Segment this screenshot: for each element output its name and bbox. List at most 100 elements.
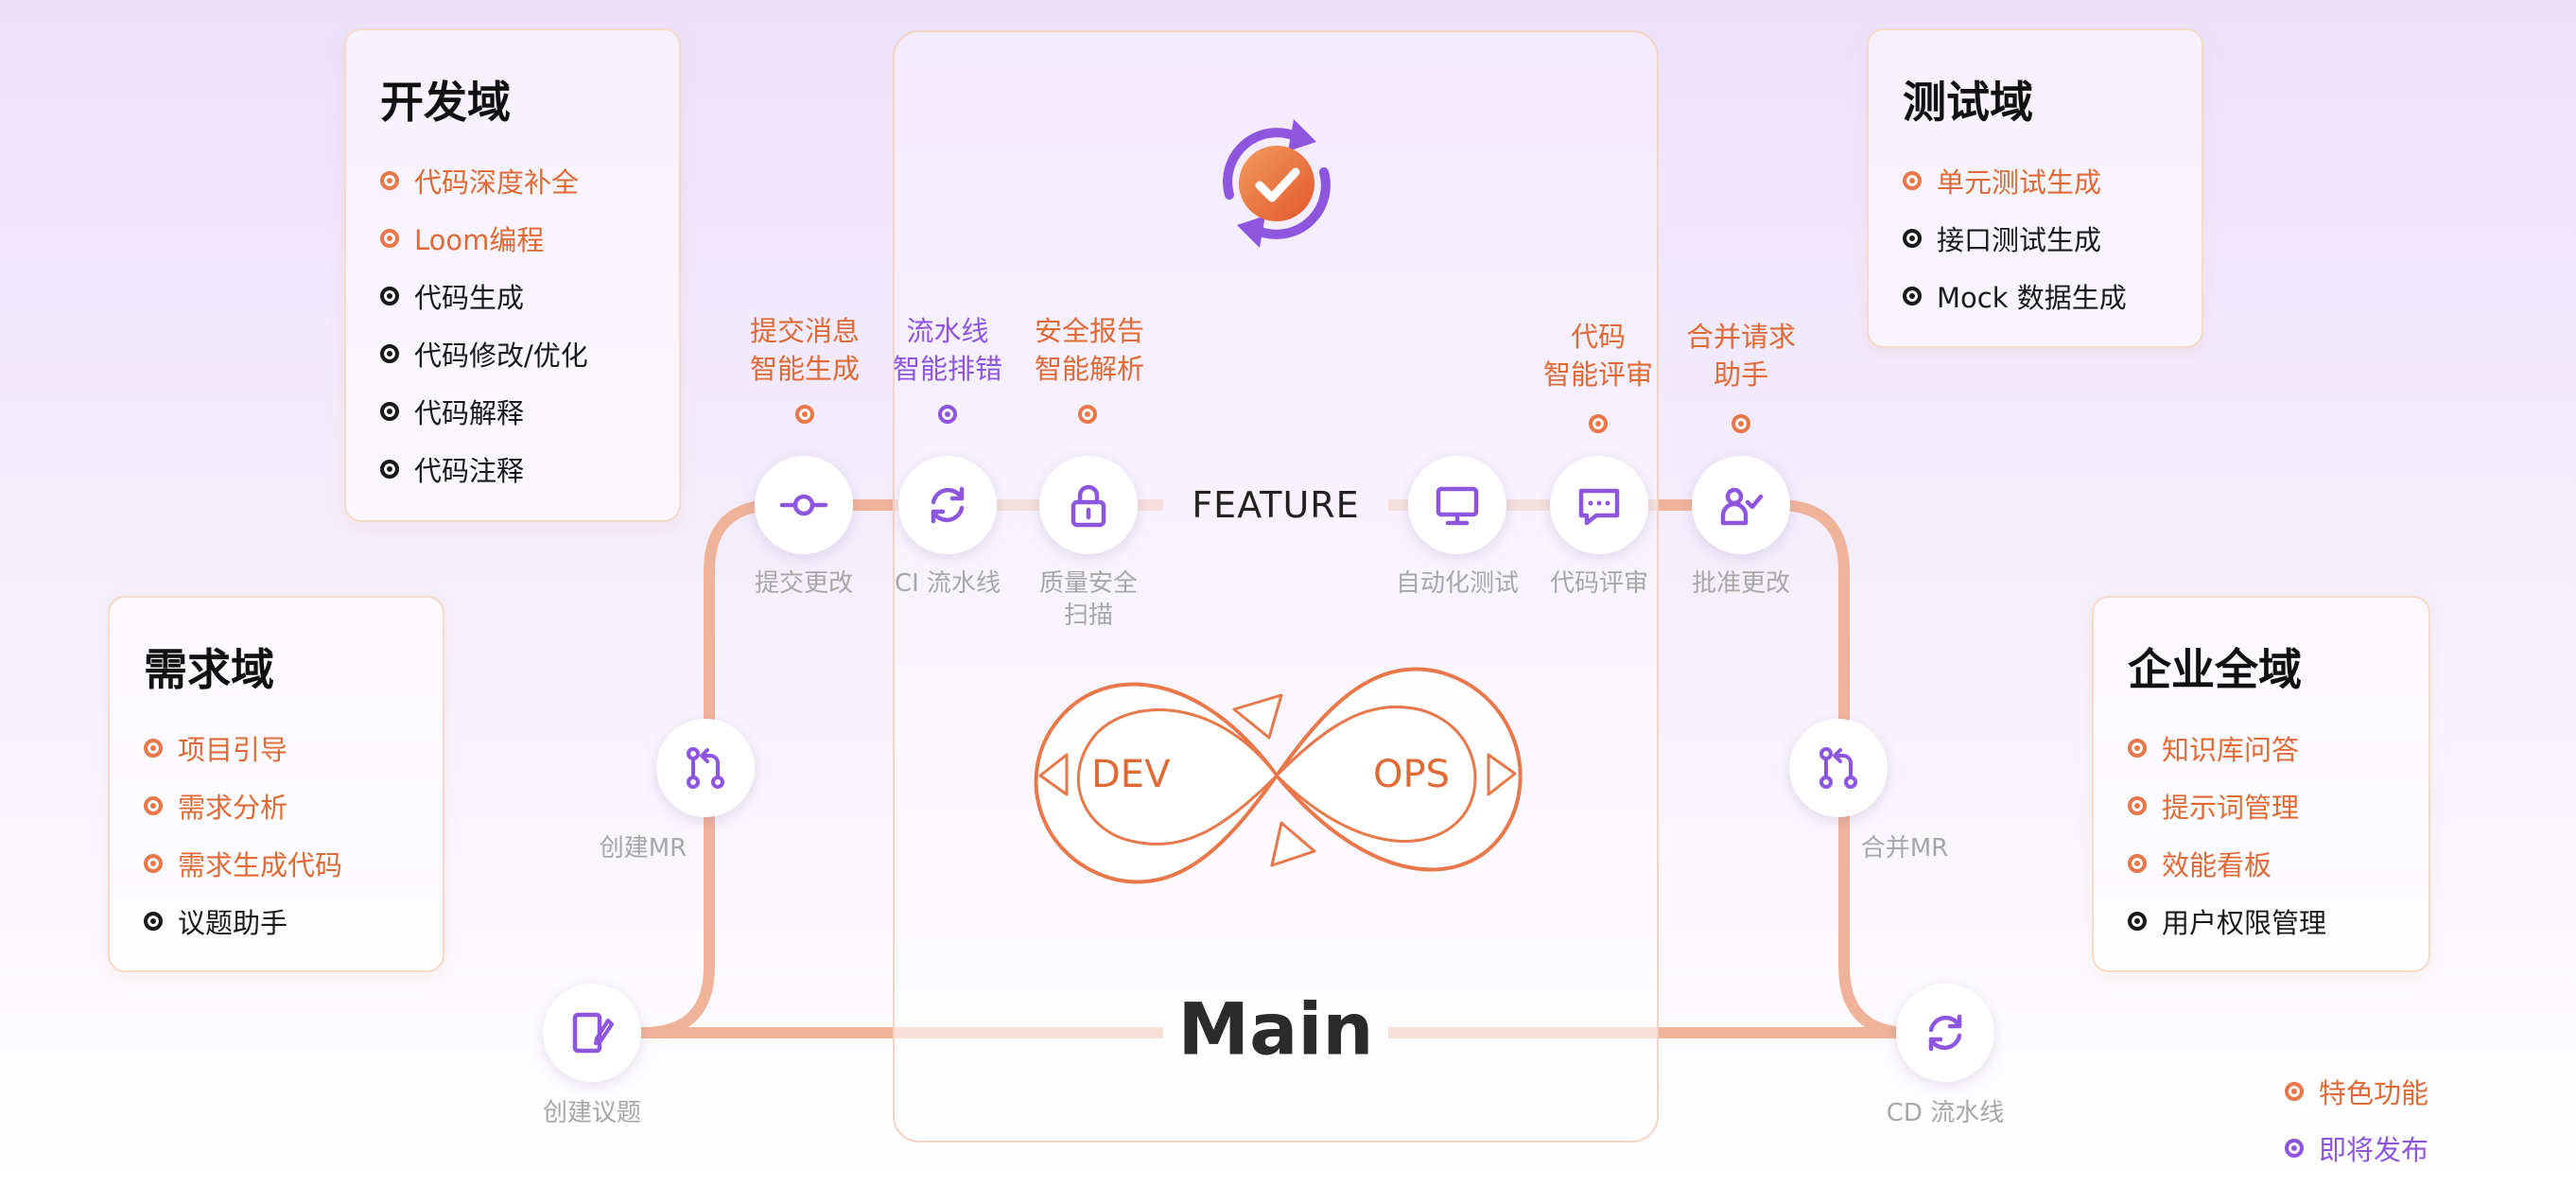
feature-marker — [380, 228, 399, 248]
domain-list-item-label: 需求分析 — [178, 791, 288, 824]
domain-list-item-label: 知识库问答 — [2162, 733, 2300, 766]
monitor-icon — [1436, 486, 1479, 526]
feature-marker — [2128, 795, 2147, 815]
merge-mr-label: 合并MR — [1860, 834, 1949, 863]
ci-node[interactable] — [898, 456, 997, 554]
bullet-marker — [380, 286, 399, 305]
test-domain-list: 单元测试生成接口测试生成 Mock 数据生成 — [1903, 151, 2127, 324]
feature-marker — [380, 170, 399, 190]
ci-label: CI 流水线 — [894, 569, 1001, 598]
bullet-marker — [380, 401, 399, 421]
domain-list-item-label: 议题助手 — [178, 906, 288, 939]
feature-marker — [144, 738, 163, 758]
feature-marker — [1078, 405, 1097, 424]
domain-list-item: 代码修改/优化 — [380, 324, 588, 382]
domain-list-item-label: 效能看板 — [2162, 848, 2272, 881]
test-domain-card: 测试域 单元测试生成接口测试生成 Mock 数据生成 — [1867, 28, 2203, 348]
domain-list-item: 用户权限管理 — [2128, 892, 2326, 950]
git-commit-icon — [779, 494, 828, 516]
upcoming-marker — [2284, 1139, 2304, 1158]
merge-mr-node[interactable] — [1789, 719, 1888, 817]
review-label: 代码评审 — [1549, 569, 1649, 598]
commit-label: 提交更改 — [754, 569, 854, 598]
lock-icon — [1070, 484, 1106, 528]
git-pull-request-icon — [1819, 747, 1857, 789]
commit-node[interactable] — [755, 456, 853, 554]
legend-upcoming-label: 即将发布 — [2318, 1134, 2428, 1166]
domain-list-item: 代码解释 — [380, 382, 588, 440]
approve-label: 批准更改 — [1691, 569, 1791, 598]
req-domain-list: 项目引导需求分析需求生成代码议题助手 — [144, 719, 342, 950]
bullet-marker — [380, 459, 399, 479]
feature-marker — [2128, 738, 2147, 758]
domain-list-item: 议题助手 — [144, 892, 342, 950]
legend-feature-label: 特色功能 — [2318, 1077, 2428, 1109]
create-mr-node[interactable] — [656, 719, 755, 817]
domain-list-item: 代码注释 — [380, 440, 588, 497]
feature-marker — [1903, 170, 1922, 190]
domain-list-item-label: Mock 数据生成 — [1937, 281, 2127, 314]
bullet-marker — [2128, 911, 2147, 931]
dev-domain-card: 开发域 代码深度补全 Loom编程代码生成代码修改/优化代码解释代码注释 — [344, 28, 681, 522]
bullet-marker — [380, 343, 399, 363]
cycle-check-icon — [1223, 119, 1331, 248]
devops-infinity-icon — [1034, 667, 1523, 884]
approve-node[interactable] — [1692, 456, 1790, 554]
scan-label: 质量安全扫描 — [1038, 569, 1139, 630]
bullet-marker — [144, 911, 163, 931]
feature-marker — [1732, 414, 1750, 433]
ai-label-commit-message: 提交消息智能生成 — [749, 315, 861, 385]
domain-list-item-label: 代码深度补全 — [414, 166, 580, 199]
domain-list-item-label: 代码注释 — [414, 454, 525, 487]
feature-marker — [1589, 414, 1608, 433]
feature-marker — [144, 795, 163, 815]
create-issue-node[interactable] — [543, 984, 641, 1082]
domain-list-item: 需求生成代码 — [144, 834, 342, 892]
ent-domain-card: 企业全域 知识库问答提示词管理效能看板用户权限管理 — [2092, 596, 2430, 972]
feature-marker — [144, 853, 163, 873]
sync-icon — [1928, 1014, 1962, 1052]
test-domain-title: 测试域 — [1903, 77, 2033, 128]
domain-list-item: 代码深度补全 — [380, 151, 588, 209]
feature-branch-label: FEATURE — [1192, 484, 1360, 526]
create-mr-label: 创建MR — [599, 834, 688, 863]
domain-list-item-label: 用户权限管理 — [2162, 906, 2327, 939]
autotest-label: 自动化测试 — [1395, 569, 1520, 598]
legend-feature: 特色功能 — [2284, 1063, 2428, 1120]
domain-list-item-label: 需求生成代码 — [178, 848, 343, 881]
domain-list-item-label: 单元测试生成 — [1937, 166, 2102, 199]
review-node[interactable] — [1550, 456, 1648, 554]
user-check-icon — [1720, 487, 1764, 526]
create-issue-label: 创建议题 — [542, 1099, 642, 1127]
ai-label-security-report: 安全报告智能解析 — [1034, 315, 1145, 385]
domain-list-item: Mock 数据生成 — [1903, 267, 2127, 324]
ai-label-code-review: 代码智能评审 — [1542, 321, 1654, 391]
chat-bubble-icon — [1578, 488, 1620, 526]
feature-marker — [795, 405, 814, 424]
domain-list-item: 知识库问答 — [2128, 719, 2326, 776]
scan-node[interactable] — [1039, 456, 1138, 554]
bullet-marker — [1903, 286, 1922, 305]
domain-list-item-label: 接口测试生成 — [1937, 223, 2102, 256]
domain-list-item-label: 项目引导 — [178, 733, 288, 766]
domain-list-item: Loom编程 — [380, 209, 588, 267]
dev-domain-title: 开发域 — [380, 77, 511, 128]
cd-node[interactable] — [1896, 984, 1994, 1082]
req-domain-title: 需求域 — [144, 644, 274, 695]
legend-upcoming: 即将发布 — [2284, 1120, 2428, 1177]
autotest-node[interactable] — [1408, 456, 1506, 554]
domain-list-item: 接口测试生成 — [1903, 209, 2127, 267]
document-edit-icon — [572, 1012, 614, 1054]
domain-list-item-label: 代码解释 — [414, 396, 525, 429]
ai-label-pipeline-debug: 流水线智能排错 — [892, 315, 1003, 385]
sync-icon — [931, 486, 965, 524]
domain-list-item: 效能看板 — [2128, 834, 2326, 892]
feature-marker — [2128, 853, 2147, 873]
devops-ops-label: OPS — [1373, 753, 1450, 796]
devops-dev-label: DEV — [1091, 753, 1171, 796]
domain-list-item: 提示词管理 — [2128, 776, 2326, 834]
cd-label: CD 流水线 — [1886, 1099, 2005, 1127]
domain-list-item-label: 提示词管理 — [2162, 791, 2300, 824]
domain-list-item: 项目引导 — [144, 719, 342, 776]
domain-list-item-label: 代码生成 — [414, 281, 525, 314]
